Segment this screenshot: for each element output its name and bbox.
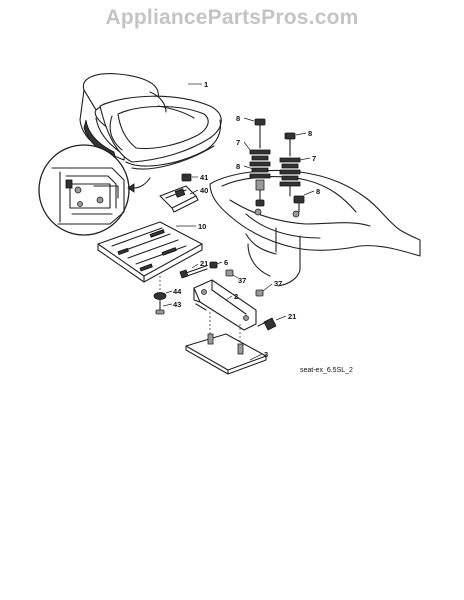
nut-37b[interactable] bbox=[255, 289, 264, 297]
spring-left[interactable] bbox=[249, 118, 271, 201]
callout-8d: 8 bbox=[316, 187, 320, 196]
callout-8b: 8 bbox=[308, 129, 312, 138]
nut-37a[interactable] bbox=[225, 269, 234, 277]
washer-44[interactable] bbox=[153, 292, 167, 300]
nut-41[interactable] bbox=[181, 173, 192, 182]
callout-21a: 21 bbox=[200, 259, 208, 268]
seat-detail-inset bbox=[38, 144, 130, 236]
drawing-code: seat-ex_6.5SL_2 bbox=[300, 367, 353, 374]
callout-7b: 7 bbox=[312, 154, 316, 163]
callout-43: 43 bbox=[173, 300, 181, 309]
callout-3: 3 bbox=[264, 350, 268, 359]
seat-pan-plate[interactable] bbox=[97, 221, 203, 283]
spring-bracket[interactable] bbox=[159, 185, 199, 213]
nut-left[interactable] bbox=[255, 199, 265, 207]
callout-37b: 37 bbox=[274, 279, 282, 288]
callout-8a: 8 bbox=[236, 114, 240, 123]
callout-8c: 8 bbox=[236, 162, 240, 171]
fender-pan bbox=[209, 170, 421, 287]
spring-right[interactable] bbox=[279, 132, 301, 197]
bolt-21b[interactable] bbox=[257, 317, 277, 331]
pivot-bracket[interactable] bbox=[193, 279, 257, 331]
callout-2: 2 bbox=[234, 292, 238, 301]
callout-41: 41 bbox=[200, 173, 208, 182]
callout-10: 10 bbox=[198, 222, 206, 231]
callout-1: 1 bbox=[204, 80, 208, 89]
nut-6[interactable] bbox=[209, 261, 218, 269]
mount-plate[interactable] bbox=[185, 333, 267, 375]
callout-7a: 7 bbox=[236, 138, 240, 147]
bolt-43[interactable] bbox=[155, 299, 165, 315]
callout-37a: 37 bbox=[238, 276, 246, 285]
callout-40: 40 bbox=[200, 186, 208, 195]
bolt-8d[interactable] bbox=[293, 195, 305, 213]
callout-21b: 21 bbox=[288, 312, 296, 321]
seat[interactable] bbox=[79, 73, 222, 170]
bolt-21a[interactable] bbox=[179, 265, 208, 279]
callout-44: 44 bbox=[173, 287, 182, 296]
callout-6: 6 bbox=[224, 258, 228, 267]
watermark: AppliancePartsPros.com bbox=[105, 6, 359, 29]
